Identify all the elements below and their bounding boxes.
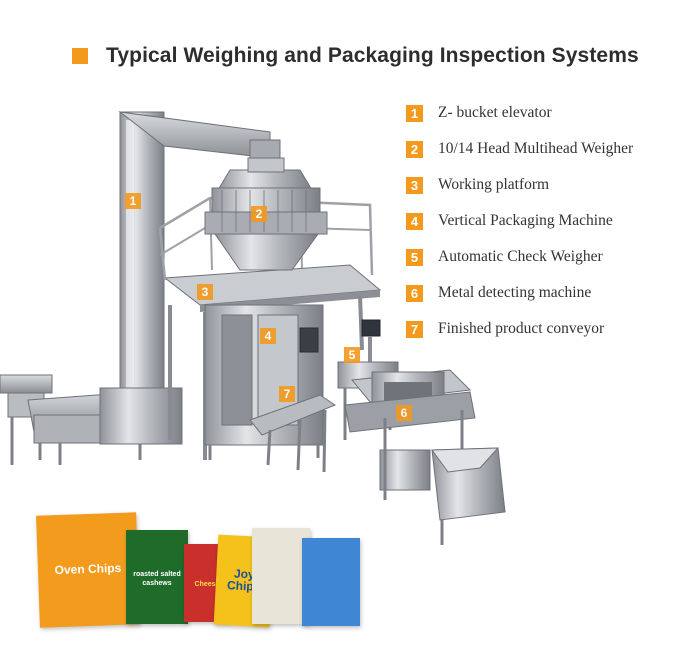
- package-bag: Oven Chips: [36, 512, 140, 628]
- package-title: Oven Chips: [54, 560, 122, 577]
- legend-number-badge: 3: [406, 176, 423, 194]
- title-marker-icon: [72, 48, 88, 64]
- legend-item: 5 Automatic Check Weigher: [406, 239, 633, 275]
- metal-detecting-machine: [344, 369, 506, 545]
- legend-label: 10/14 Head Multihead Weigher: [438, 140, 634, 157]
- legend-item: 4 Vertical Packaging Machine: [406, 203, 633, 239]
- package-subtitle: Cheese: [194, 581, 220, 588]
- legend-label: Automatic Check Weigher: [438, 248, 603, 265]
- legend-label: Metal detecting machine: [438, 284, 592, 301]
- legend-label: Z- bucket elevator: [438, 104, 552, 121]
- legend-number-badge: 1: [406, 104, 423, 122]
- legend-number-badge: 5: [406, 248, 423, 266]
- callout-marker: 6: [396, 405, 412, 421]
- legend-label: Vertical Packaging Machine: [438, 212, 613, 229]
- package-bag: [302, 538, 360, 626]
- finished-product-conveyor: [249, 394, 337, 473]
- legend-label: Finished product conveyor: [438, 320, 605, 337]
- legend-label: Working platform: [438, 176, 550, 193]
- legend: 1 Z- bucket elevator 2 10/14 Head Multihea…: [406, 95, 633, 347]
- package-bag: [252, 528, 310, 624]
- callout-marker: 2: [251, 206, 267, 222]
- legend-item: 6 Metal detecting machine: [406, 275, 633, 311]
- callout-marker: 4: [260, 328, 276, 344]
- page-title: Typical Weighing and Packaging Inspectio…: [106, 44, 639, 67]
- callout-marker: 3: [197, 284, 213, 300]
- callout-marker: 5: [344, 347, 360, 363]
- callout-marker: 1: [125, 193, 141, 209]
- legend-item: 7 Finished product conveyor: [406, 311, 633, 347]
- package-subtitle: roasted salted cashews: [133, 570, 181, 587]
- title-block: Typical Weighing and Packaging Inspectio…: [72, 44, 639, 68]
- legend-number-badge: 4: [406, 212, 423, 230]
- package-bag: roasted salted cashews: [126, 530, 188, 624]
- legend-number-badge: 6: [406, 284, 423, 302]
- packaging-line-illustration: [0, 111, 506, 545]
- product-packages: Oven Chips roasted salted cashews Cheese…: [36, 508, 368, 628]
- legend-item: 3 Working platform: [406, 167, 633, 203]
- legend-number-badge: 7: [406, 320, 423, 338]
- callout-marker: 7: [279, 386, 295, 402]
- legend-item: 2 10/14 Head Multihead Weigher: [406, 131, 633, 167]
- z-bucket-elevator: [0, 111, 281, 465]
- legend-number-badge: 2: [406, 140, 423, 158]
- legend-item: 1 Z- bucket elevator: [406, 95, 633, 131]
- multihead-weigher: [204, 157, 328, 271]
